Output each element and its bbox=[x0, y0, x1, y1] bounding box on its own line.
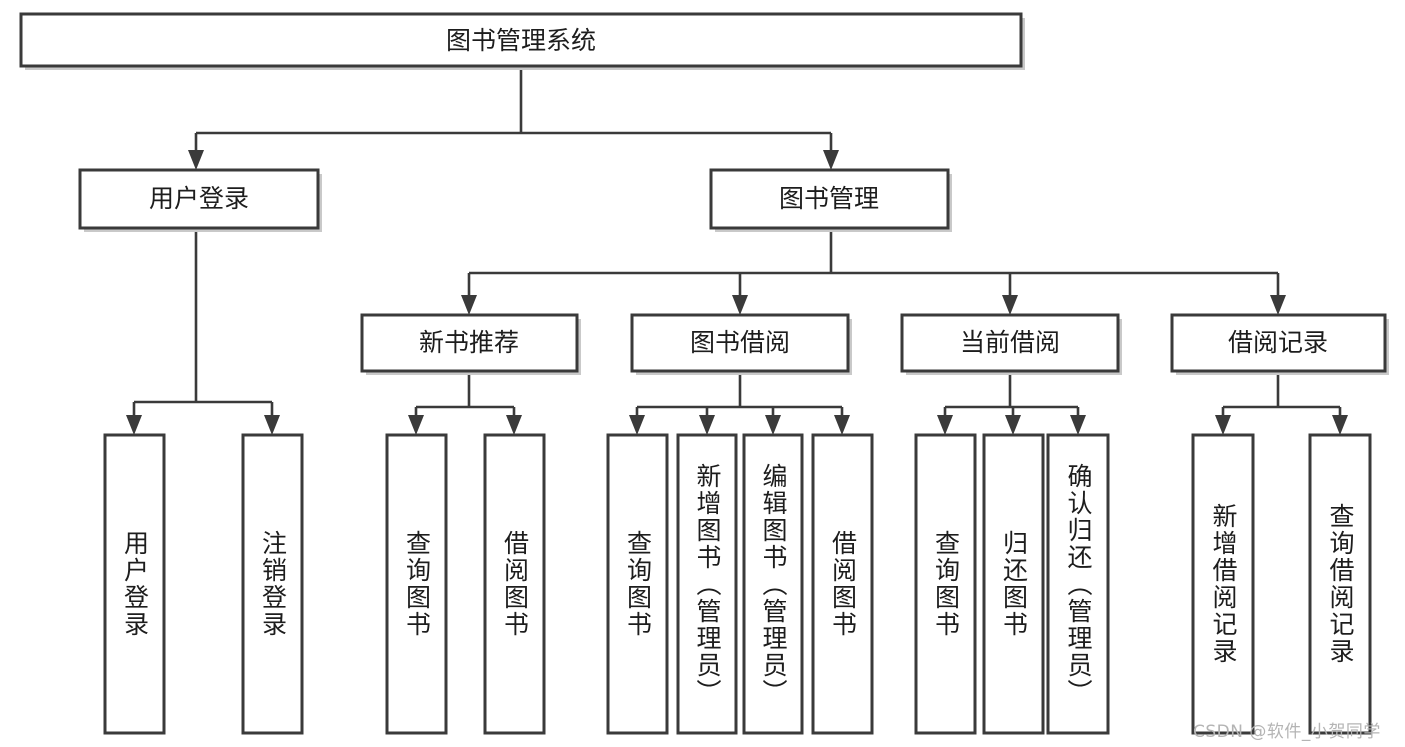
node-book-borrow-box bbox=[630, 313, 850, 373]
arrow-to-leaf-query-book-2 bbox=[629, 415, 645, 435]
node-user-login[interactable]: 用户登录 bbox=[78, 168, 322, 232]
arrow-to-leaf-user-logout bbox=[264, 415, 280, 435]
leaf-box-edit-book[interactable] bbox=[742, 433, 804, 735]
arrow-to-leaf-borrow-book-2 bbox=[834, 415, 850, 435]
arrow-to-user-login bbox=[188, 150, 204, 170]
arrow-to-leaf-add-book bbox=[699, 415, 715, 435]
leaf-box-add-borrow-record[interactable] bbox=[1191, 433, 1255, 735]
node-book-borrow[interactable]: 图书借阅 bbox=[630, 313, 852, 375]
arrow-to-leaf-edit-book bbox=[765, 415, 781, 435]
node-current-borrow-box bbox=[900, 313, 1120, 373]
node-root-box bbox=[19, 12, 1023, 68]
leaf-box-add-book[interactable] bbox=[676, 433, 738, 735]
arrow-to-borrow-record bbox=[1270, 295, 1286, 315]
arrow-to-book-borrow bbox=[732, 295, 748, 315]
arrow-to-leaf-return-book bbox=[1005, 415, 1021, 435]
node-book-borrow-label: 图书借阅 bbox=[690, 328, 790, 357]
arrow-to-current-borrow bbox=[1002, 295, 1018, 315]
leaf-box-borrow-book-2[interactable] bbox=[811, 433, 874, 735]
csdn-watermark: CSDN @软件_小贺同学 bbox=[1193, 722, 1381, 742]
edges-group bbox=[126, 67, 1348, 435]
leaf-box-query-borrow-record[interactable] bbox=[1308, 433, 1372, 735]
arrow-to-leaf-query-book-3 bbox=[937, 415, 953, 435]
leaf-box-query-book-1[interactable] bbox=[385, 433, 448, 735]
leaf-box-query-book-3[interactable] bbox=[914, 433, 977, 735]
leaf-boxes-group bbox=[103, 433, 1372, 735]
node-root[interactable]: 图书管理系统 bbox=[19, 12, 1025, 70]
node-new-book-recommend-box bbox=[360, 313, 579, 373]
node-book-management[interactable]: 图书管理 bbox=[709, 168, 952, 232]
node-current-borrow-label: 当前借阅 bbox=[960, 328, 1060, 357]
leaf-box-return-book[interactable] bbox=[982, 433, 1045, 735]
node-borrow-record[interactable]: 借阅记录 bbox=[1170, 313, 1389, 375]
leaf-box-user-login[interactable] bbox=[103, 433, 166, 735]
arrow-to-leaf-query-book-1 bbox=[408, 415, 424, 435]
node-new-book-recommend[interactable]: 新书推荐 bbox=[360, 313, 581, 375]
node-root-label: 图书管理系统 bbox=[446, 26, 596, 55]
leaf-box-borrow-book-1[interactable] bbox=[483, 433, 546, 735]
node-current-borrow[interactable]: 当前借阅 bbox=[900, 313, 1122, 375]
leaf-box-user-logout[interactable] bbox=[241, 433, 304, 735]
arrow-to-leaf-add-borrow-record bbox=[1215, 415, 1231, 435]
arrow-to-book-management bbox=[823, 150, 839, 170]
node-book-management-box bbox=[709, 168, 950, 230]
arrow-to-leaf-query-borrow-record bbox=[1332, 415, 1348, 435]
node-book-management-label: 图书管理 bbox=[779, 184, 879, 213]
node-user-login-box bbox=[78, 168, 320, 230]
arrow-to-new-book-recommend bbox=[461, 295, 477, 315]
arrow-to-leaf-borrow-book-1 bbox=[506, 415, 522, 435]
arrow-to-leaf-confirm-return bbox=[1070, 415, 1086, 435]
node-borrow-record-box bbox=[1170, 313, 1387, 373]
leaf-box-query-book-2[interactable] bbox=[606, 433, 669, 735]
node-user-login-label: 用户登录 bbox=[149, 184, 249, 213]
arrow-to-leaf-user-login bbox=[126, 415, 142, 435]
leaf-box-confirm-return[interactable] bbox=[1046, 433, 1110, 735]
node-borrow-record-label: 借阅记录 bbox=[1228, 328, 1328, 357]
node-new-book-recommend-label: 新书推荐 bbox=[419, 328, 519, 357]
